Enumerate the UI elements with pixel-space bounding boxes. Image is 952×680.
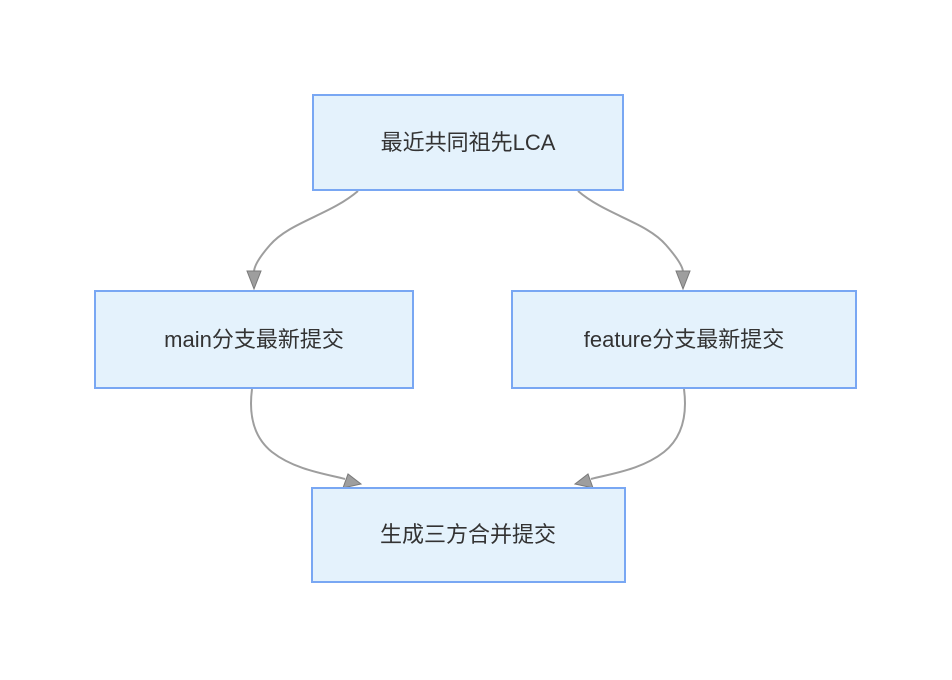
node-main-label: main分支最新提交 [164, 327, 344, 352]
node-merge-box[interactable] [311, 487, 626, 583]
edge-main-to-merge-arrowhead-icon [342, 473, 363, 489]
node-lca-box[interactable] [312, 94, 624, 191]
node-feature[interactable]: feature分支最新提交 [511, 290, 857, 389]
edge-lca-to-main-arrowhead-icon [246, 270, 262, 291]
node-main[interactable]: main分支最新提交 [94, 290, 414, 389]
edge-feature-to-merge-arrowhead-icon [573, 473, 594, 489]
node-merge-label: 生成三方合并提交 [380, 522, 556, 547]
edge-lca-to-main [246, 190, 359, 291]
node-feature-label: feature分支最新提交 [584, 327, 785, 352]
edge-feature-to-merge-path [590, 388, 686, 480]
edge-lca-to-feature [577, 190, 691, 291]
node-merge[interactable]: 生成三方合并提交 [311, 487, 626, 583]
edge-feature-to-merge [573, 388, 686, 489]
edge-lca-to-feature-path [577, 190, 684, 273]
node-lca[interactable]: 最近共同祖先LCA [312, 94, 624, 191]
edge-lca-to-main-path [253, 190, 359, 273]
node-lca-label: 最近共同祖先LCA [381, 130, 556, 155]
node-main-box[interactable] [94, 290, 414, 389]
edge-lca-to-feature-arrowhead-icon [675, 270, 691, 291]
node-feature-box[interactable] [511, 290, 857, 389]
edge-main-to-merge-path [250, 388, 346, 480]
edge-main-to-merge [250, 388, 363, 489]
